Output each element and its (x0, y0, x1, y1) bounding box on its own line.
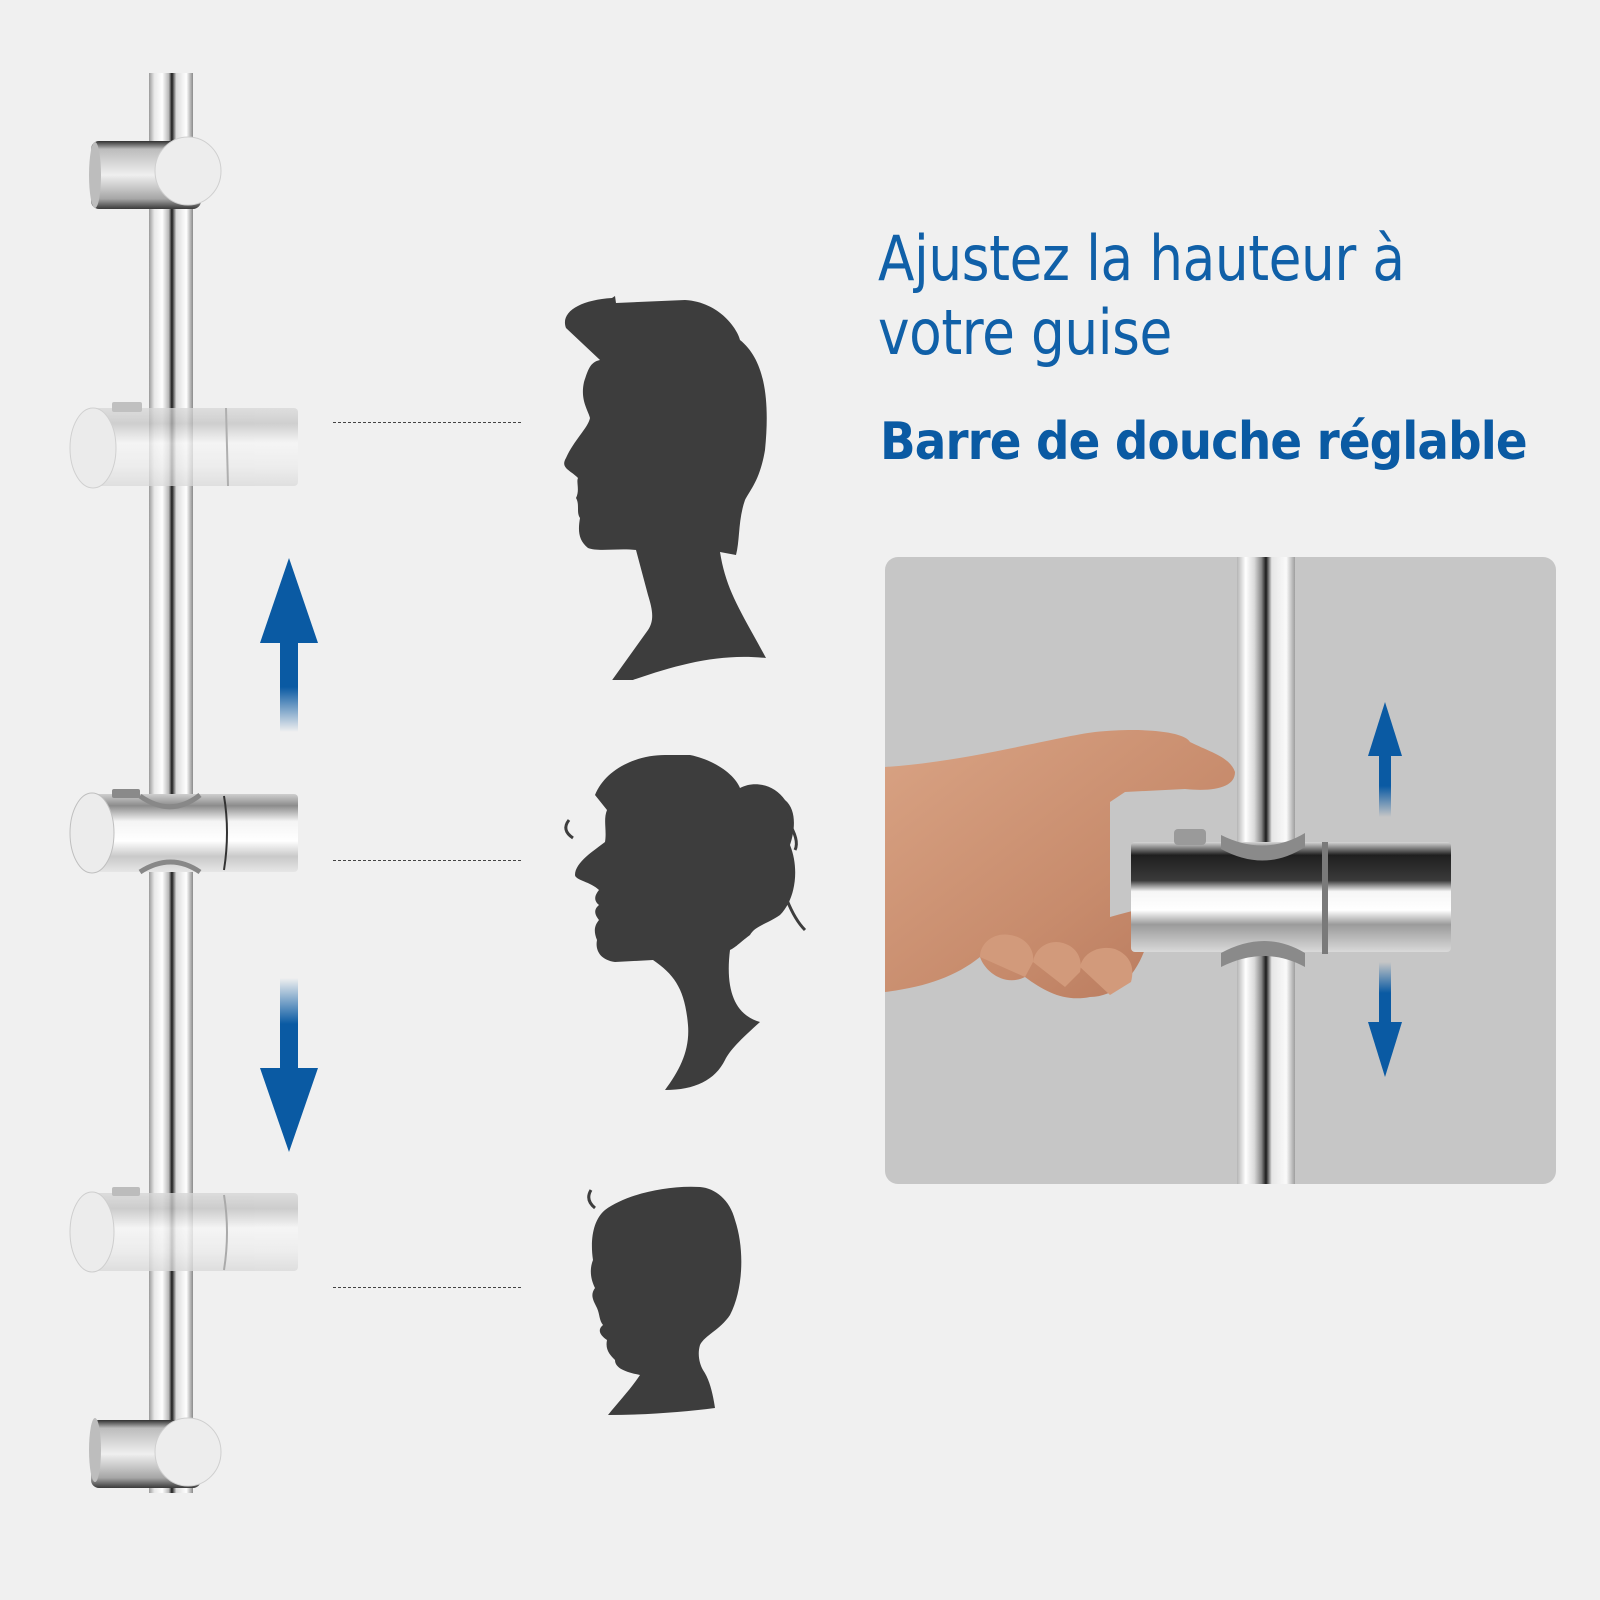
headline-line-2: votre guise (878, 296, 1172, 369)
rail-holder-middle[interactable] (69, 789, 298, 875)
rail-holder-bottom[interactable] (69, 1187, 298, 1273)
arrow-down-icon (260, 978, 318, 1152)
panel-arrow-down-icon (1368, 962, 1402, 1077)
panel-arrow-up-icon (1368, 702, 1402, 817)
height-marker-adult-woman (333, 860, 521, 861)
bottom-wall-bracket (89, 1417, 222, 1488)
headline: Ajustez la hauteur à votre guise (878, 222, 1480, 370)
headline-line-1: Ajustez la hauteur à (878, 222, 1405, 295)
woman-silhouette-icon (564, 755, 807, 1090)
arrow-up-icon (260, 558, 318, 732)
rail-holder-top[interactable] (69, 402, 298, 489)
height-marker-child (333, 1287, 521, 1288)
hand-adjusting-slider-image (885, 557, 1451, 1184)
panel-holder (1131, 842, 1451, 952)
man-silhouette-icon (564, 296, 767, 680)
child-silhouette-icon (587, 1186, 742, 1415)
detail-photo-panel (885, 557, 1556, 1184)
subheadline: Barre de douche réglable (880, 412, 1528, 472)
shower-rod (149, 73, 193, 1493)
height-marker-adult-man (333, 422, 521, 423)
shower-bar-illustration (69, 73, 318, 1493)
top-wall-bracket (89, 136, 222, 209)
